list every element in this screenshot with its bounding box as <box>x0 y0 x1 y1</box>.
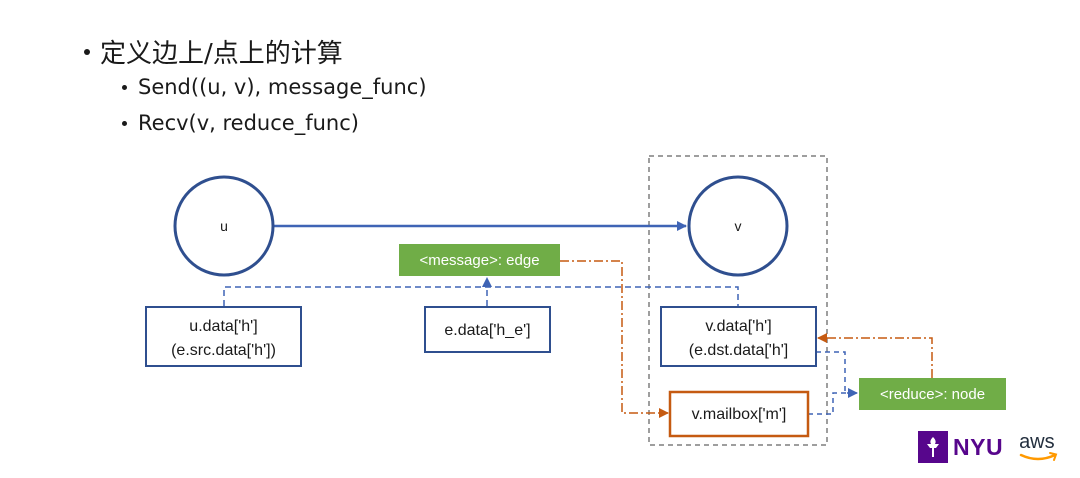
v-data-box <box>660 306 817 367</box>
u-src-data-label: (e.src.data['h']) <box>171 342 276 359</box>
message-to-mailbox-arrow <box>560 260 669 418</box>
logo-area: NYU aws <box>918 430 1061 464</box>
mailbox-box <box>668 390 810 438</box>
bullet-send: Send((u, v), message_func) <box>122 75 427 99</box>
node-v <box>687 175 789 277</box>
v-data-to-reduce-arrow <box>816 351 858 398</box>
v-data-label: v.data['h'] <box>705 318 771 335</box>
slide-title: 定义边上/点上的计算 <box>84 33 343 70</box>
node-u <box>173 175 275 277</box>
message-func-box <box>399 244 560 276</box>
reduce-func-label: <reduce>: node <box>880 386 985 403</box>
mailbox-to-reduce-link <box>808 392 857 415</box>
aws-smile-icon <box>1019 452 1058 461</box>
bullet-recv-text: Recv(v, reduce_func) <box>138 111 359 135</box>
slide-title-text: 定义边上/点上的计算 <box>100 39 343 69</box>
aws-logo-text: aws <box>1019 431 1055 453</box>
reduce-to-v-data-arrow <box>817 333 933 378</box>
bullet-send-text: Send((u, v), message_func) <box>138 75 427 99</box>
message-func-label: <message>: edge <box>419 252 539 269</box>
bullet-dot <box>84 48 90 55</box>
u-data-label: u.data['h'] <box>189 318 257 335</box>
reduce-func-box <box>859 378 1006 410</box>
nyu-logo: NYU <box>953 433 1004 460</box>
aws-logo: aws <box>1017 430 1061 464</box>
node-u-label: u <box>220 218 228 234</box>
bullet-dot <box>122 120 127 126</box>
u-data-box <box>145 306 302 367</box>
nyu-torch-icon <box>918 431 948 463</box>
mailbox-label: v.mailbox['m'] <box>692 406 787 423</box>
e-data-label: e.data['h_e'] <box>444 322 530 339</box>
node-v-label: v <box>735 218 742 234</box>
bullet-recv: Recv(v, reduce_func) <box>122 111 359 135</box>
src-dst-feature-link <box>223 286 739 306</box>
e-data-box <box>424 306 551 353</box>
bullet-dot <box>122 84 127 90</box>
v-dst-data-label: (e.dst.data['h'] <box>689 342 789 359</box>
